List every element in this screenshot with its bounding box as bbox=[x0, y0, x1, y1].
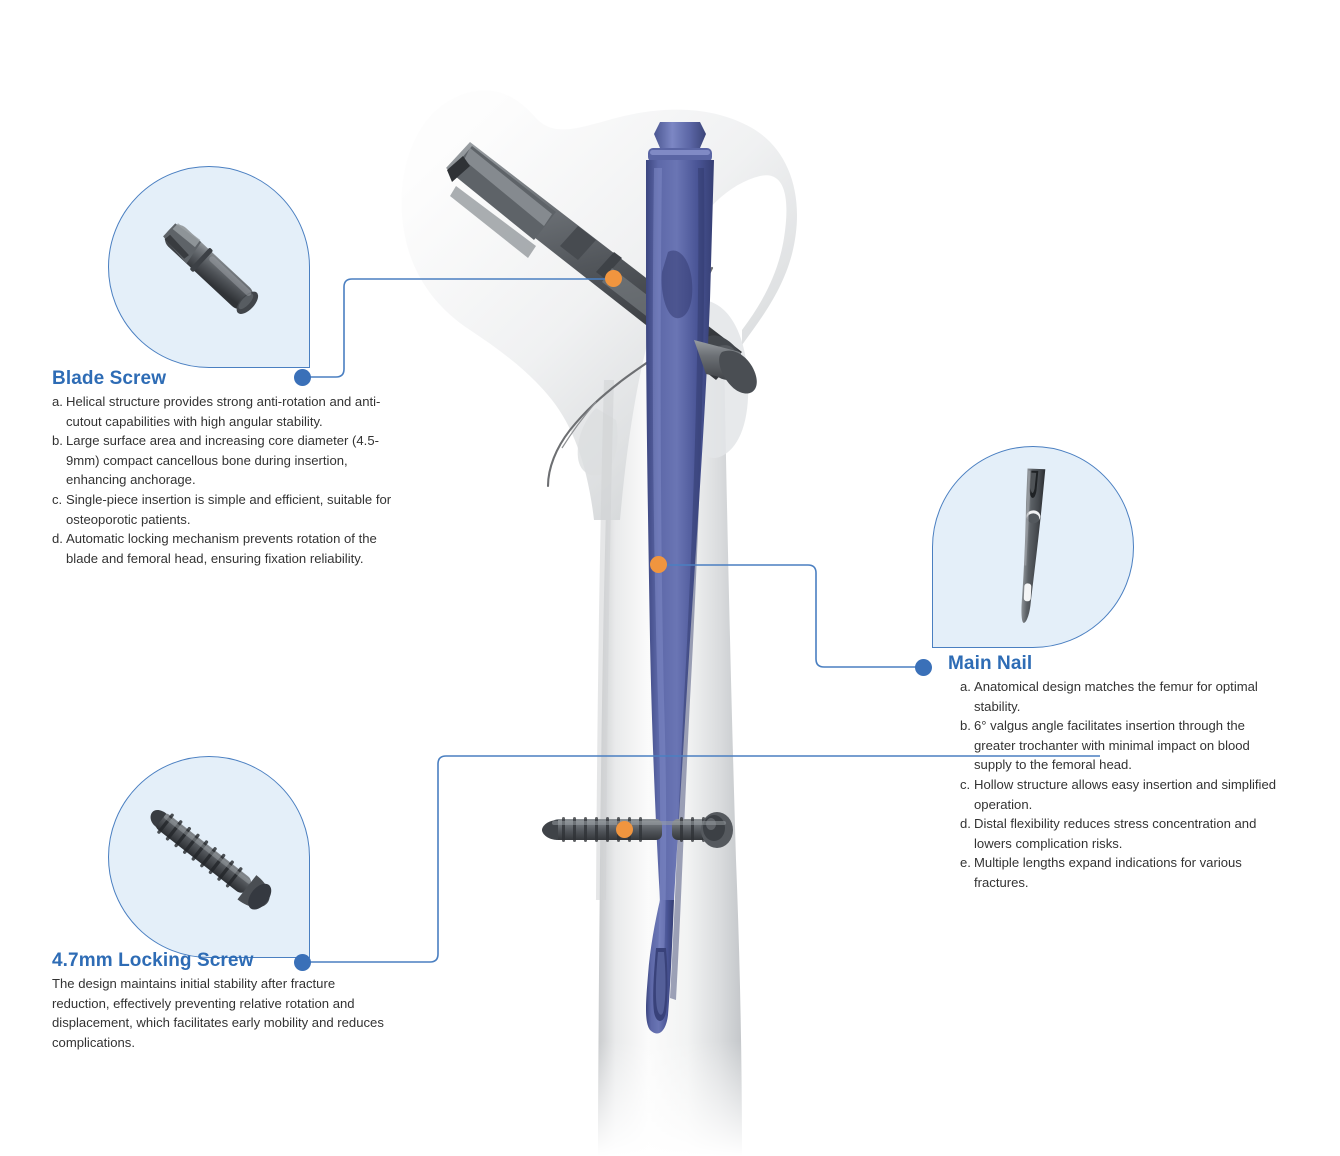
list-text: Hollow structure allows easy insertion a… bbox=[974, 776, 1277, 812]
anchor-dot-locking-screw[interactable] bbox=[294, 954, 311, 971]
callout-paragraph-locking-screw: The design maintains initial stability a… bbox=[52, 976, 384, 1050]
anchor-dot-blade-screw[interactable] bbox=[294, 369, 311, 386]
list-item: d. Automatic locking mechanism prevents … bbox=[52, 529, 396, 568]
list-item: b. Large surface area and increasing cor… bbox=[52, 431, 396, 490]
list-marker: b. bbox=[52, 433, 63, 449]
list-marker: d. bbox=[52, 531, 63, 547]
list-text: Distal flexibility reduces stress concen… bbox=[974, 816, 1257, 851]
callout-main-nail: Main Nail a. Anatomical design matches t… bbox=[948, 653, 1278, 893]
list-item: b. 6° valgus angle facilitates insertion… bbox=[960, 716, 1278, 775]
list-marker: a. bbox=[52, 394, 63, 409]
marker-dot-main-nail[interactable] bbox=[650, 556, 667, 573]
list-item: a. Anatomical design matches the femur f… bbox=[960, 677, 1278, 716]
inset-main-nail-photo bbox=[932, 446, 1134, 648]
proximal-lateral-screw bbox=[694, 340, 757, 394]
list-item: c. Single-piece insertion is simple and … bbox=[52, 490, 396, 529]
list-marker: b. bbox=[960, 718, 971, 734]
list-text: Anatomical design matches the femur for … bbox=[974, 679, 1258, 714]
callout-blade-screw: Blade Screw a. Helical structure provide… bbox=[52, 368, 396, 568]
list-item: d. Distal flexibility reduces stress con… bbox=[960, 814, 1278, 853]
list-text: 6° valgus angle facilitates insertion th… bbox=[974, 718, 1250, 773]
list-marker: d. bbox=[960, 816, 971, 832]
marker-dot-locking-screw[interactable] bbox=[616, 821, 633, 838]
list-text: Helical structure provides strong anti-r… bbox=[66, 394, 381, 429]
list-text: Multiple lengths expand indications for … bbox=[974, 855, 1242, 890]
callout-title-blade-screw: Blade Screw bbox=[52, 368, 167, 389]
inset-locking-screw-photo bbox=[108, 756, 310, 958]
blade-screw-icon bbox=[163, 223, 259, 314]
callout-list-main-nail: a. Anatomical design matches the femur f… bbox=[948, 677, 1278, 893]
list-marker: a. bbox=[960, 679, 971, 694]
list-marker: c. bbox=[52, 491, 63, 507]
callout-title-main-nail: Main Nail bbox=[948, 653, 1033, 674]
callout-list-blade-screw: a. Helical structure provides strong ant… bbox=[52, 392, 396, 568]
marker-dot-blade-screw[interactable] bbox=[605, 270, 622, 287]
callout-locking-screw: 4.7mm Locking Screw The design maintains… bbox=[52, 950, 392, 1052]
list-text: Single-piece insertion is simple and eff… bbox=[66, 491, 392, 527]
locking-screw-icon bbox=[150, 810, 272, 910]
inset-blade-screw-photo bbox=[108, 166, 310, 368]
anchor-dot-main-nail[interactable] bbox=[915, 659, 932, 676]
callout-title-locking-screw: 4.7mm Locking Screw bbox=[52, 950, 254, 971]
main-nail-icon bbox=[1021, 468, 1046, 623]
list-text: Large surface area and increasing core d… bbox=[66, 433, 379, 488]
list-marker: c. bbox=[960, 776, 971, 792]
list-text: Automatic locking mechanism prevents rot… bbox=[66, 531, 377, 566]
list-item: a. Helical structure provides strong ant… bbox=[52, 392, 396, 431]
list-item: e. Multiple lengths expand indications f… bbox=[960, 853, 1278, 892]
list-item: c. Hollow structure allows easy insertio… bbox=[960, 775, 1278, 814]
list-marker: e. bbox=[960, 855, 971, 871]
